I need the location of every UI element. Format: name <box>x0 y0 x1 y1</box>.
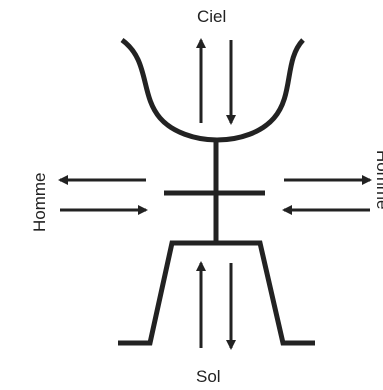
cup-shape <box>120 37 305 143</box>
base-shape <box>118 240 315 346</box>
label-ciel: Ciel <box>197 7 227 26</box>
label-homme-right-clip: Homme <box>375 150 383 240</box>
label-homme-right: Homme <box>375 150 383 210</box>
label-homme-left: Homme <box>30 172 49 232</box>
label-sol: Sol <box>196 367 221 386</box>
